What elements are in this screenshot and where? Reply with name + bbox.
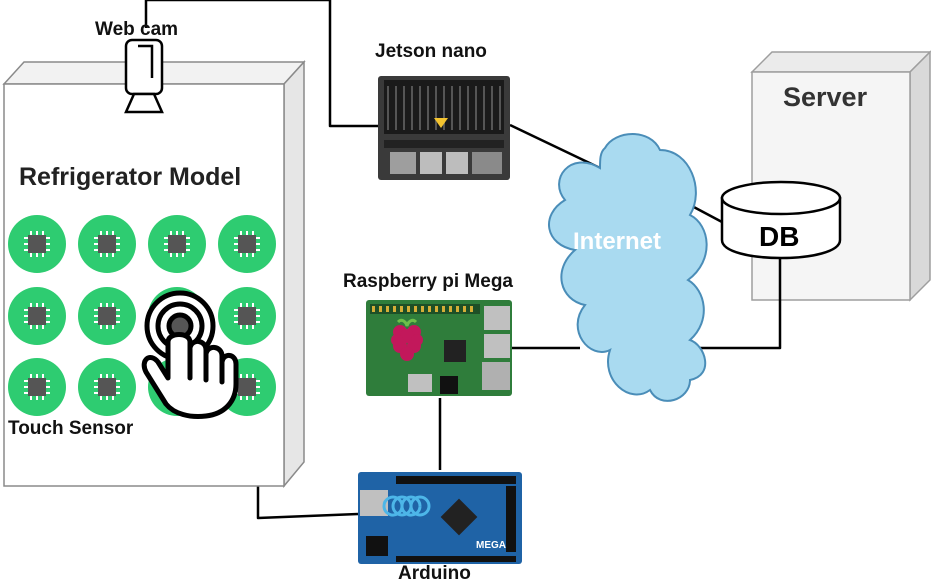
- arduino-mega-board: MEGA: [358, 472, 522, 564]
- db-cylinder: [720, 180, 842, 260]
- jetson-nano-board: [378, 76, 510, 180]
- refrigerator-model-label: Refrigerator Model: [19, 163, 242, 191]
- touch-sensor-2-1: [8, 287, 66, 345]
- hand-touch-icon: [141, 290, 239, 419]
- raspberry-logo-icon: [391, 325, 423, 361]
- internet-cloud: [548, 133, 708, 402]
- touch-sensor-3-2: [78, 358, 136, 416]
- server-label: Server: [783, 82, 868, 112]
- arduino-label: Arduino: [398, 563, 471, 584]
- touch-sensor-1-2: [78, 215, 136, 273]
- webcam-label: Web cam: [95, 19, 179, 40]
- arduino-mega-text: MEGA: [476, 540, 506, 551]
- line-jetson-internet: [509, 123, 601, 170]
- line-internet-db: [689, 203, 723, 224]
- webcam-icon: [124, 38, 164, 114]
- internet-label: Internet: [573, 228, 662, 255]
- touch-sensor-1-4: [218, 215, 276, 273]
- touch-sensor-2-2: [78, 287, 136, 345]
- touch-sensor-2-4: [218, 287, 276, 345]
- touch-sensor-1-3: [148, 215, 206, 273]
- db-label: DB: [759, 221, 800, 252]
- jetson-nano-label: Jetson nano: [375, 41, 487, 62]
- touch-sensor-3-1: [8, 358, 66, 416]
- line-webcam-jetson: [144, 0, 378, 128]
- touch-sensor-1-1: [8, 215, 66, 273]
- raspberry-pi-board: [366, 300, 512, 396]
- line-internet-server: [695, 255, 782, 350]
- raspberry-pi-label: Raspberry pi Mega: [343, 271, 513, 292]
- touch-sensor-label: Touch Sensor: [8, 418, 134, 439]
